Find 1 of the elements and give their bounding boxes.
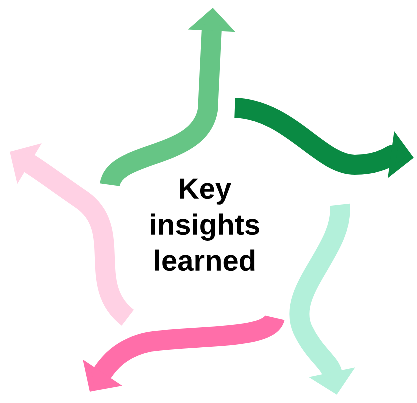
center-text: Key insights learned — [151, 178, 260, 272]
